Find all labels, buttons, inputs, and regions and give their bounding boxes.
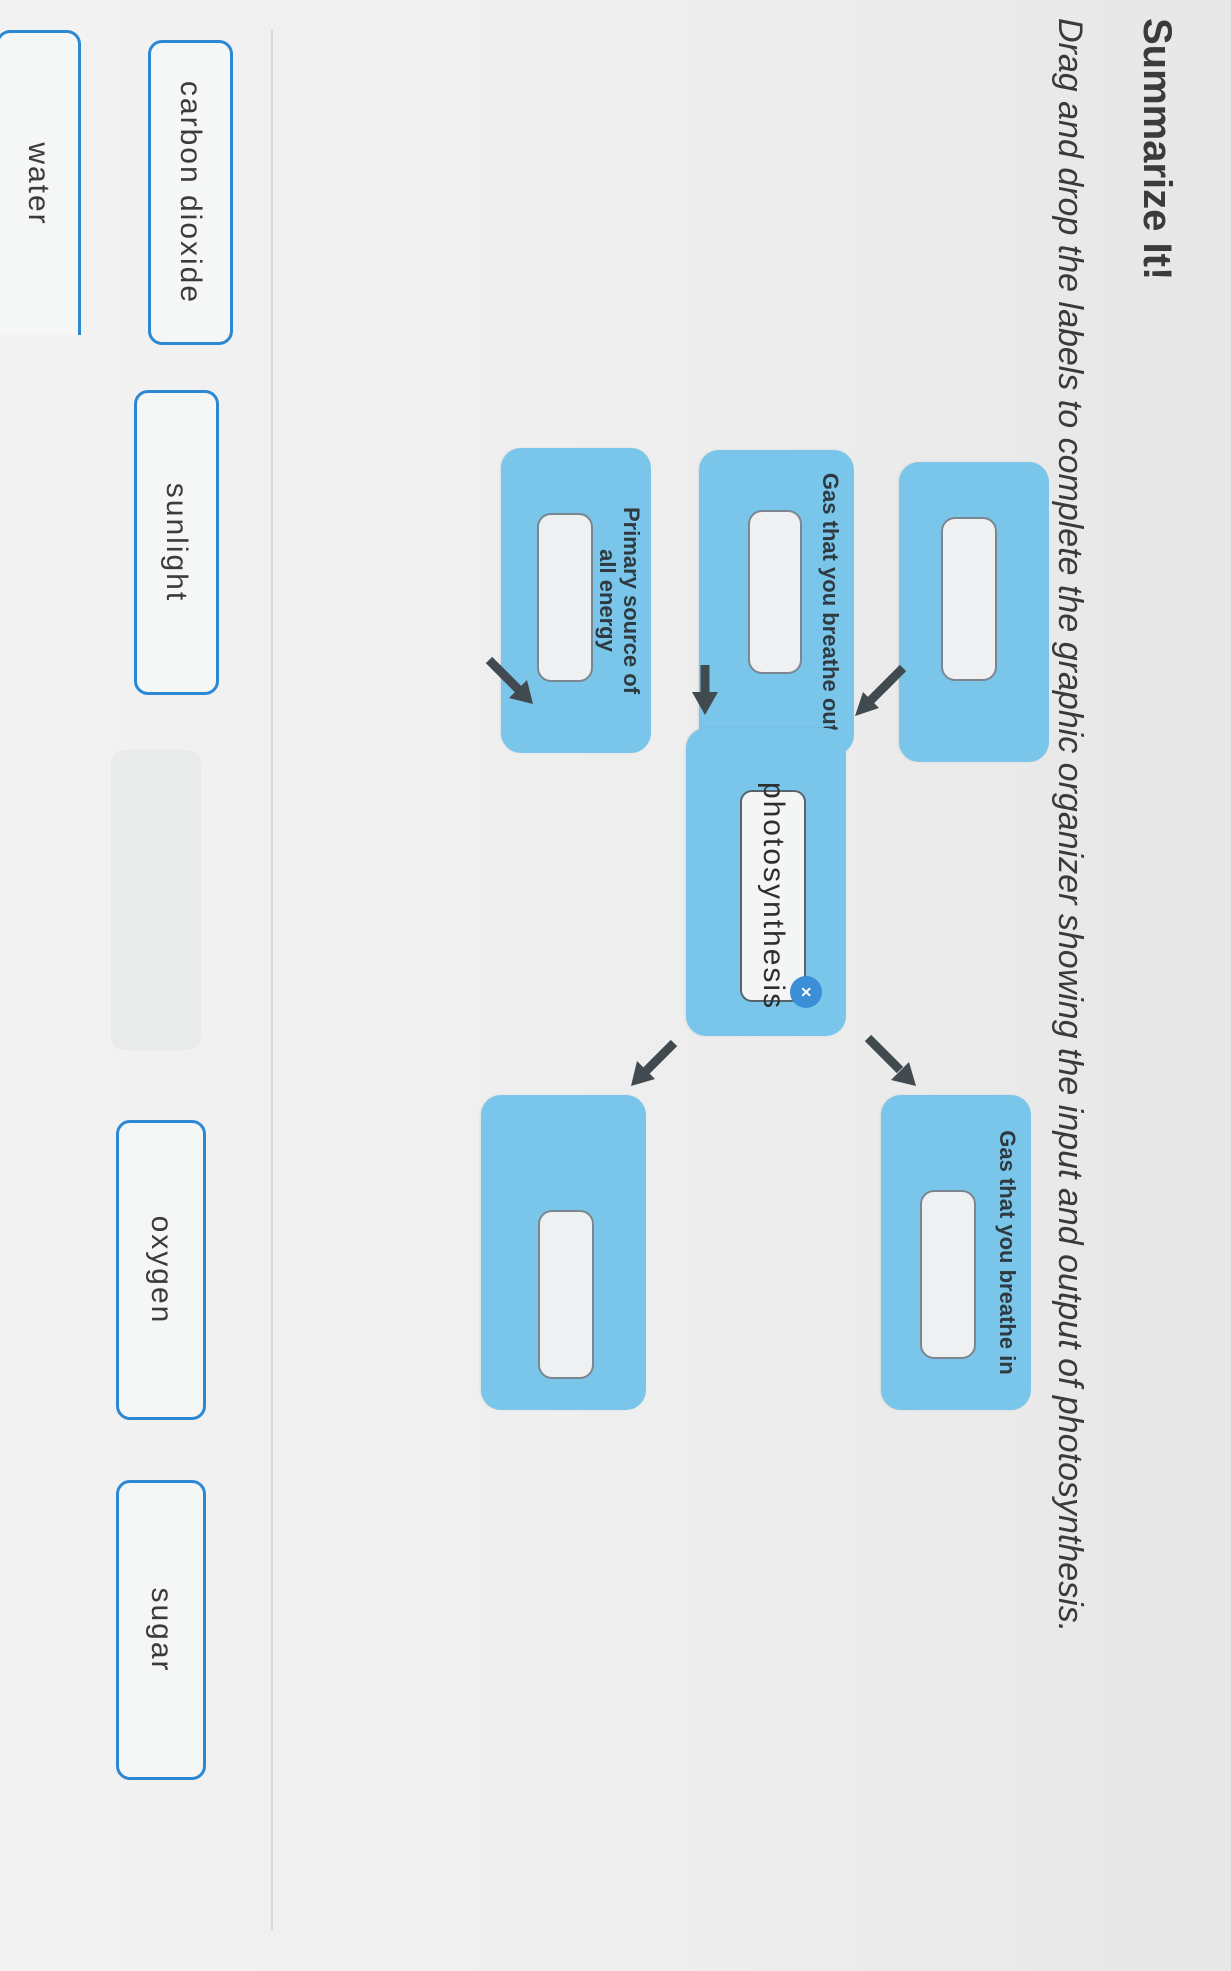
word-bank-divider bbox=[271, 30, 273, 1930]
arrow-input-3 bbox=[485, 656, 533, 704]
tile-sugar[interactable]: sugar bbox=[116, 1480, 206, 1780]
arrow-output-1 bbox=[864, 1034, 916, 1086]
tile-carbon-dioxide[interactable]: carbon dioxide bbox=[148, 40, 233, 345]
arrow-input-1 bbox=[855, 664, 907, 716]
tile-sunlight[interactable]: sunlight bbox=[134, 390, 219, 695]
arrow-input-2 bbox=[692, 665, 718, 715]
arrow-output-2 bbox=[631, 1039, 678, 1086]
tile-water[interactable]: water bbox=[0, 30, 81, 335]
empty-tile-placeholder bbox=[111, 750, 201, 1050]
tile-oxygen[interactable]: oxygen bbox=[116, 1120, 206, 1420]
